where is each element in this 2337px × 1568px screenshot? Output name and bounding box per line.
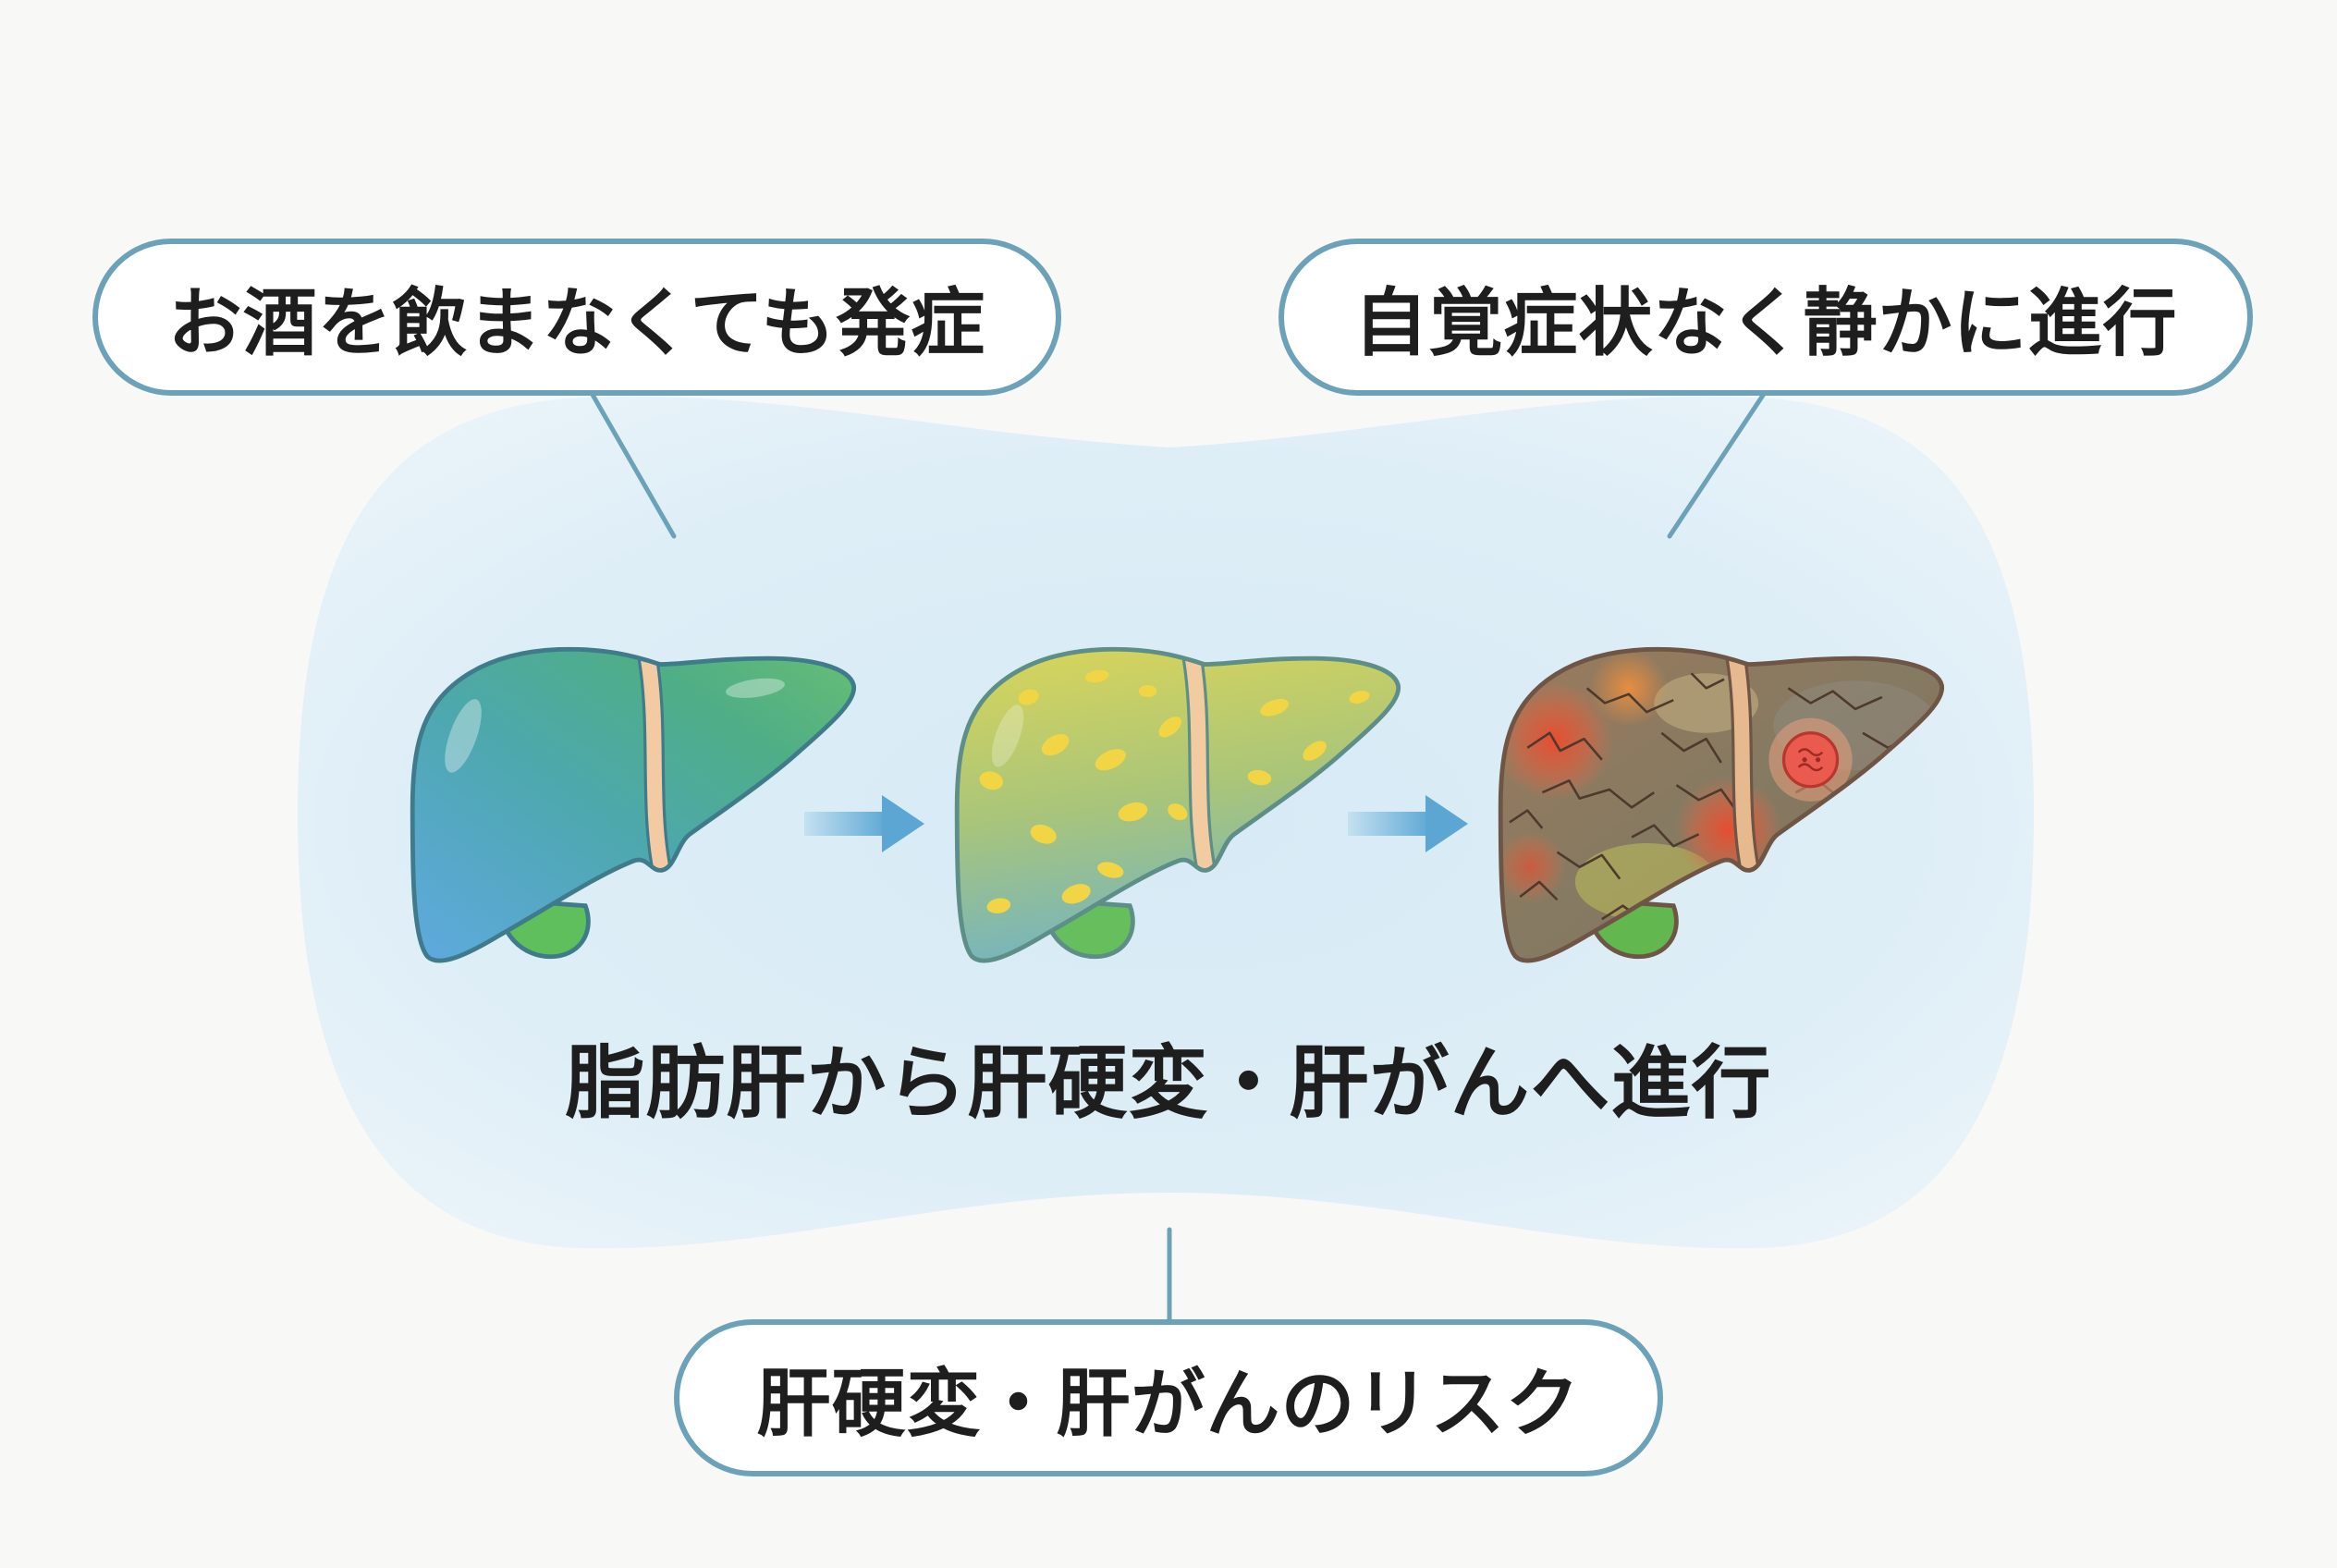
ligament	[1728, 656, 1758, 878]
liver-details	[445, 656, 785, 878]
healthy-liver-icon	[412, 649, 853, 961]
fat-deposits	[979, 669, 1370, 913]
ligament	[1184, 656, 1215, 878]
highlight	[726, 678, 785, 698]
ligament	[640, 656, 670, 878]
arrow-right-icon	[804, 795, 924, 852]
arrow-right-icon	[1348, 795, 1468, 852]
connector-line-right	[1667, 386, 1770, 539]
callout-no-alcohol: お酒を飲まなくても発症	[92, 239, 1061, 396]
callout-risk: 肝硬変・肝がんのリスク	[674, 1319, 1663, 1476]
fatty-liver-icon	[957, 649, 1398, 961]
connector-line-left	[586, 386, 677, 539]
highlight	[445, 699, 482, 773]
highlight	[991, 704, 1024, 767]
tumor	[1768, 717, 1853, 802]
progression-caption: 脂肪肝から肝硬変・肝がんへ進行	[565, 1037, 1772, 1130]
liver-details	[979, 656, 1370, 913]
callout-silent-progression: 自覚症状なく静かに進行	[1279, 239, 2253, 396]
